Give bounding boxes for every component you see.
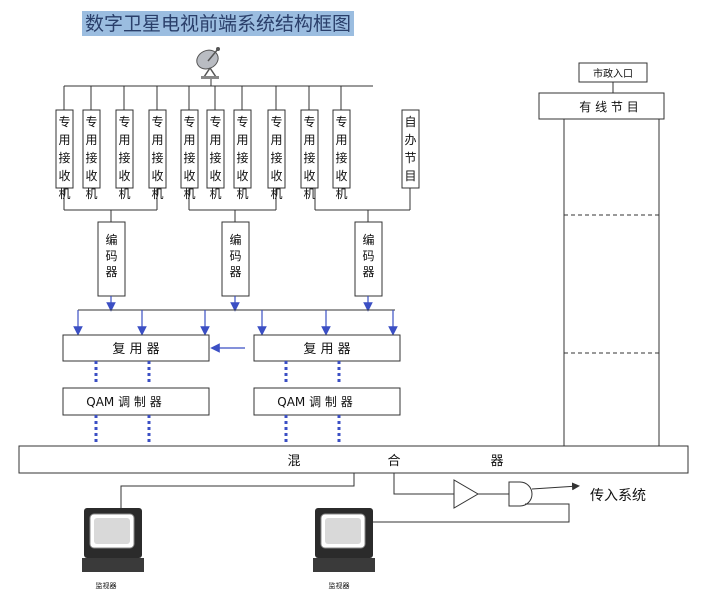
monitor-1: 监视器 xyxy=(82,508,144,590)
output-chain: 传入系统 xyxy=(120,473,646,523)
receiver-7-label: 专用接收机 xyxy=(236,114,248,201)
qam-modulator-1: QAM 调 制 器 xyxy=(62,387,210,416)
monitor-1-label: 监视器 xyxy=(96,581,117,590)
municipal-entry: 市政入口 xyxy=(578,62,648,93)
crt-monitor-icon xyxy=(82,508,144,572)
receiver-5-label: 专用接收机 xyxy=(183,114,195,201)
cable-program-label: 有 线 节 目 xyxy=(579,100,638,114)
cable-trunk xyxy=(563,119,660,446)
receiver-11-label: 自办节目 xyxy=(404,115,416,183)
crt-monitor-icon xyxy=(313,508,375,572)
receiver-9: 专用接收机 xyxy=(300,109,319,201)
encoder-3-label: 编码器 xyxy=(362,232,374,279)
municipal-entry-label: 市政入口 xyxy=(593,67,633,80)
output-label: 传入系统 xyxy=(590,488,646,504)
encoder-to-mux-lines xyxy=(73,296,398,336)
receiver-4: 专用接收机 xyxy=(148,109,167,201)
receiver-7: 专用接收机 xyxy=(233,109,252,201)
receiver-6: 专用接收机 xyxy=(206,109,225,201)
encoder-2: 编码器 xyxy=(221,221,250,297)
receiver-8: 专用接收机 xyxy=(267,109,286,201)
amplifier-triangle-icon xyxy=(453,479,479,509)
receiver-9-label: 专用接收机 xyxy=(303,114,315,201)
multiplexer-1: 复 用 器 xyxy=(62,334,210,362)
combiner-box: 混 合 器 xyxy=(18,445,689,474)
receiver-1: 专用接收机 xyxy=(55,109,74,201)
title-highlight xyxy=(82,11,354,36)
encoder-2-label: 编码器 xyxy=(229,232,241,279)
title-text: 数字卫星电视前端系统结构框图 xyxy=(85,13,351,35)
receiver-10: 专用接收机 xyxy=(332,109,351,201)
receiver-4-label: 专用接收机 xyxy=(151,114,163,201)
monitor-2: 监视器 xyxy=(313,508,375,590)
cable-program-box: 有 线 节 目 xyxy=(538,92,665,120)
receiver-11: 自办节目 xyxy=(401,109,420,189)
qam-modulator-2-label: QAM 调 制 器 xyxy=(277,395,352,409)
encoder-3: 编码器 xyxy=(354,221,383,297)
receiver-2-label: 专用接收机 xyxy=(85,114,97,201)
multiplexer-2-label: 复 用 器 xyxy=(303,342,350,357)
combiner-label-2: 合 xyxy=(387,454,400,469)
multiplexer-1-label: 复 用 器 xyxy=(112,342,159,357)
receiver-to-encoder-lines xyxy=(63,188,411,222)
receiver-8-label: 专用接收机 xyxy=(270,114,282,201)
combiner-label-3: 器 xyxy=(490,454,503,469)
receiver-2: 专用接收机 xyxy=(82,109,101,201)
qam-modulator-2: QAM 调 制 器 xyxy=(253,387,401,416)
encoder-1-label: 编码器 xyxy=(105,232,117,279)
encoder-1: 编码器 xyxy=(97,221,126,297)
encoder-row: 编码器 编码器 编码器 xyxy=(97,221,383,297)
receiver-6-label: 专用接收机 xyxy=(209,114,221,201)
receiver-row: 专用接收机 专用接收机 专用接收机 专用接收机 专用接收机 专用接收机 专用接收机 专用接收机… xyxy=(55,109,420,201)
mux-to-qam-lines xyxy=(94,361,341,385)
satellite-dish-icon xyxy=(196,47,220,79)
monitor-2-label: 监视器 xyxy=(329,581,350,590)
dish-feed-bus xyxy=(63,79,373,110)
receiver-1-label: 专用接收机 xyxy=(58,114,70,201)
receiver-5: 专用接收机 xyxy=(180,109,199,201)
receiver-3-label: 专用接收机 xyxy=(118,114,130,201)
combiner-label-1: 混 xyxy=(287,454,300,469)
receiver-3: 专用接收机 xyxy=(115,109,134,201)
and-gate-combiner-icon xyxy=(508,481,533,507)
qam-to-combiner-lines xyxy=(94,415,341,444)
receiver-10-label: 专用接收机 xyxy=(335,114,347,201)
qam-modulator-1-label: QAM 调 制 器 xyxy=(86,395,161,409)
multiplexer-2: 复 用 器 xyxy=(253,334,401,362)
diagram-title: 数字卫星电视前端系统结构框图 xyxy=(82,11,354,36)
